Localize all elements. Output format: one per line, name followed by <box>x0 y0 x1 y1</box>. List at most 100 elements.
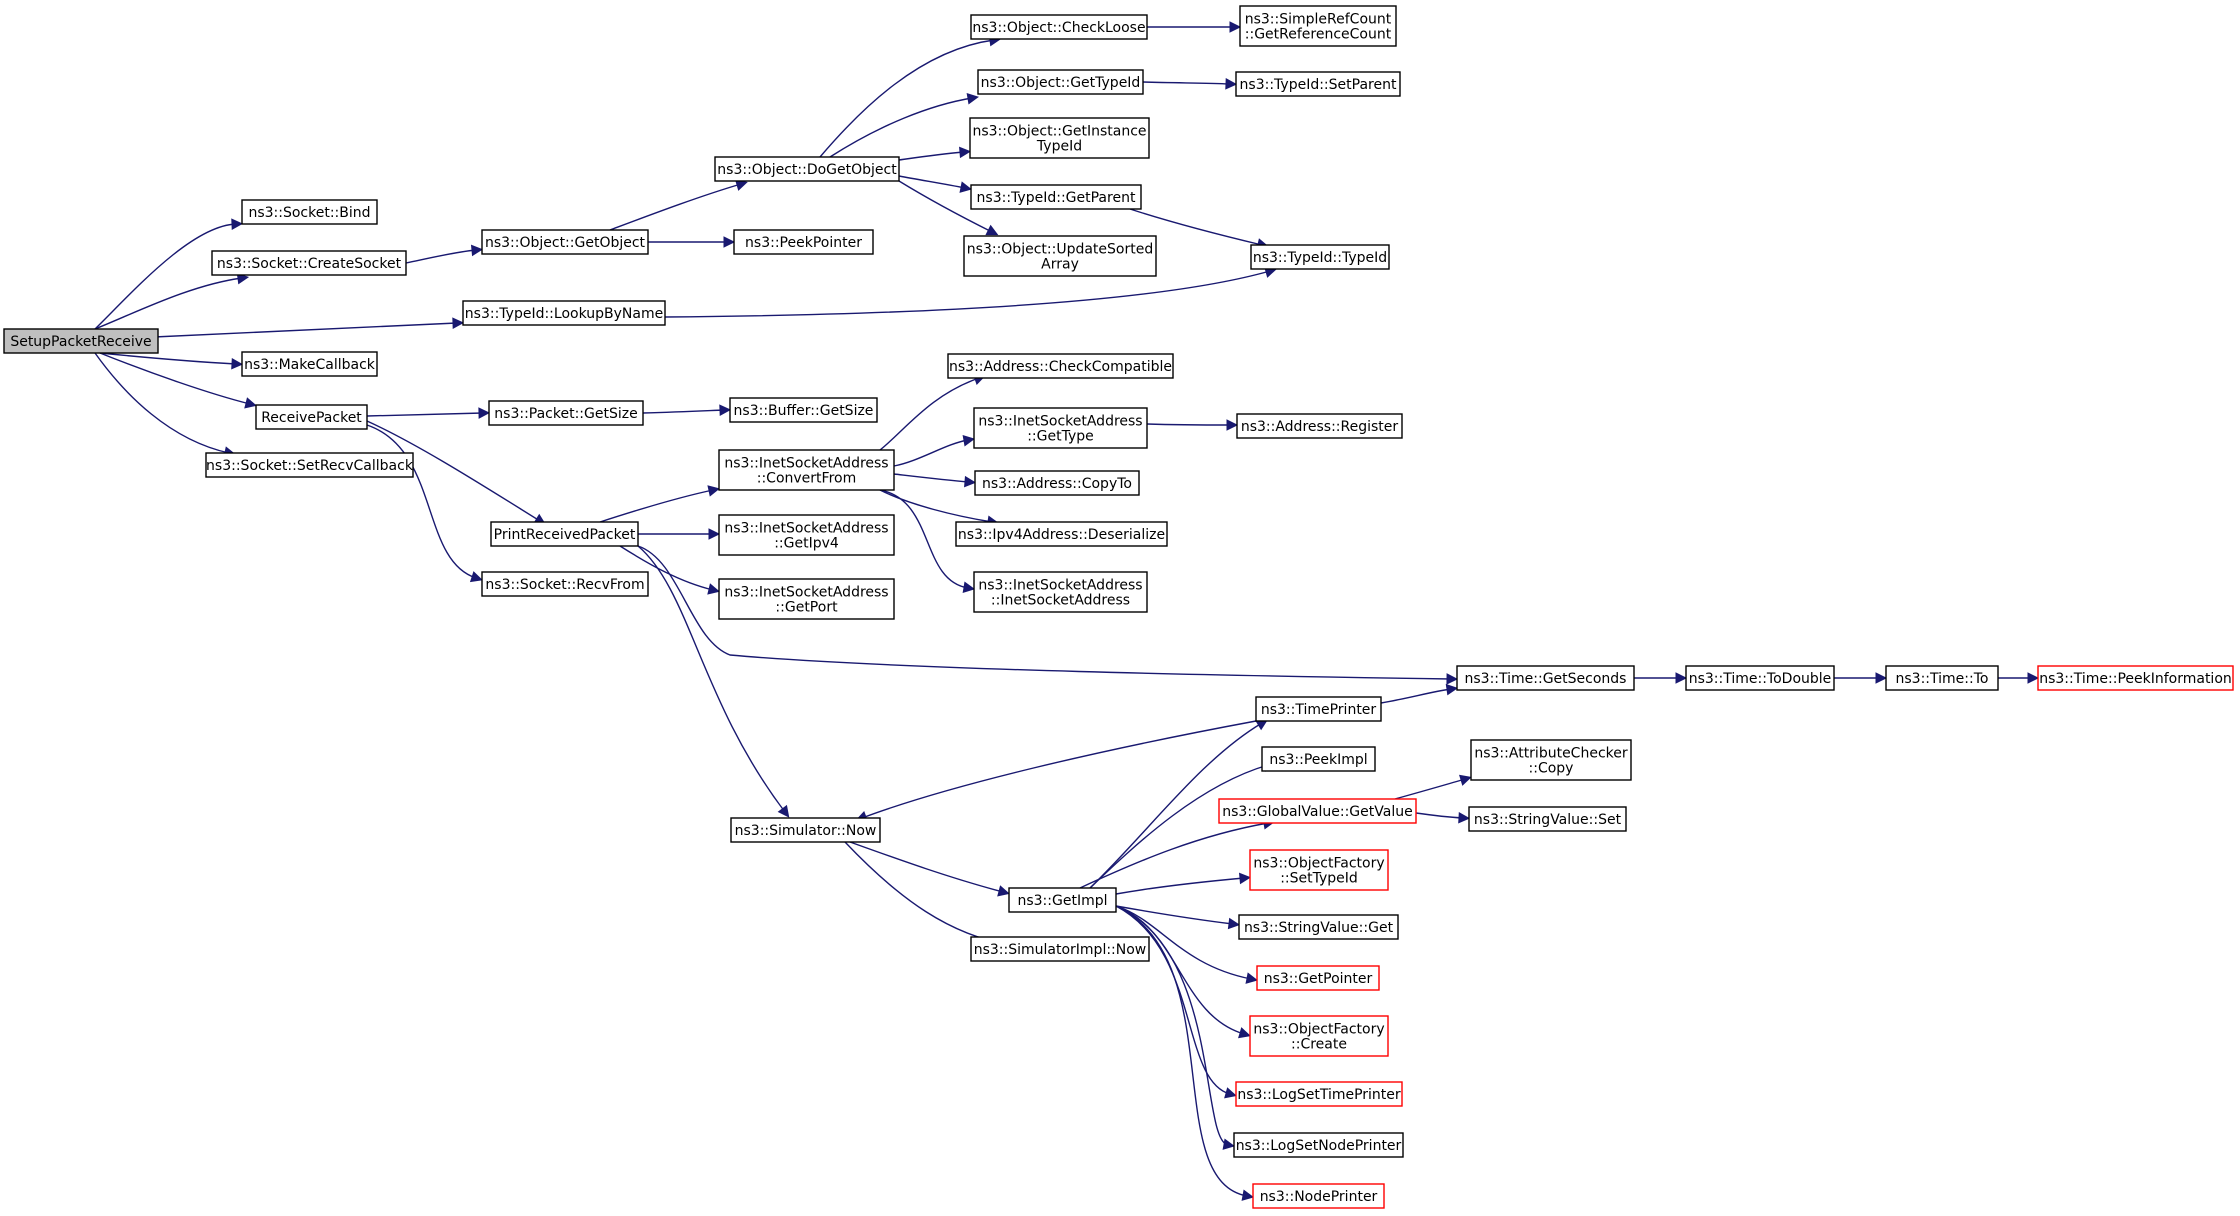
edge-doGetObject-to-checkLoose <box>819 39 995 158</box>
edge-getImpl-to-timePrinter <box>1089 722 1263 889</box>
node-peekInformation[interactable]: ns3::Time::PeekInformation <box>2037 665 2234 691</box>
node-box <box>3 328 159 354</box>
node-peekPointer[interactable]: ns3::PeekPointer <box>733 229 874 255</box>
node-bufferGetSize[interactable]: ns3::Buffer::GetSize <box>729 397 878 423</box>
edge-receivePacket-to-recvFrom <box>366 424 477 579</box>
edge-getImpl-to-setTypeId <box>1115 877 1245 895</box>
edge-printReceivedPacket-to-simNow <box>637 545 786 813</box>
node-timeTo[interactable]: ns3::Time::To <box>1885 665 1999 691</box>
node-label: ns3::TimePrinter <box>1261 702 1377 718</box>
node-label: ns3::MakeCallback <box>244 357 376 373</box>
node-getTypeId[interactable]: ns3::Object::GetTypeId <box>977 69 1144 95</box>
node-getPort[interactable]: ns3::InetSocketAddress::GetPort <box>718 578 895 620</box>
arrowhead-printReceivedPacket-to-convertFrom <box>707 485 720 497</box>
node-label: ns3::Object::GetTypeId <box>981 75 1141 91</box>
node-simNow[interactable]: ns3::Simulator::Now <box>730 817 881 843</box>
node-nodePrinter[interactable]: ns3::NodePrinter <box>1252 1183 1385 1209</box>
node-deserialize[interactable]: ns3::Ipv4Address::Deserialize <box>955 521 1168 547</box>
node-box <box>718 578 895 620</box>
node-label: ns3::StringValue::Set <box>1474 812 1622 828</box>
node-inetGetType[interactable]: ns3::InetSocketAddress::GetType <box>973 407 1148 449</box>
node-label: ns3::InetSocketAddress <box>724 585 888 601</box>
node-box <box>729 397 878 423</box>
node-convertFrom[interactable]: ns3::InetSocketAddress::ConvertFrom <box>718 449 895 491</box>
node-label: ns3::Time::To <box>1896 671 1989 687</box>
node-label: ns3::InetSocketAddress <box>724 456 888 472</box>
node-getObject[interactable]: ns3::Object::GetObject <box>481 229 649 255</box>
arrowhead-getObject-to-doGetObject <box>735 179 748 191</box>
arrowhead-printReceivedPacket-to-getPort <box>707 583 720 595</box>
node-label: ns3::Simulator::Now <box>735 823 877 839</box>
node-recvFrom[interactable]: ns3::Socket::RecvFrom <box>481 571 649 597</box>
node-addressRegister[interactable]: ns3::Address::Register <box>1236 413 1403 439</box>
node-label: ::Create <box>1291 1037 1347 1053</box>
node-getImpl[interactable]: ns3::GetImpl <box>1008 887 1117 913</box>
node-box <box>1470 739 1632 781</box>
node-logSetTimePrinter[interactable]: ns3::LogSetTimePrinter <box>1235 1081 1403 1107</box>
node-bind[interactable]: ns3::Socket::Bind <box>241 199 378 225</box>
node-factoryCreate[interactable]: ns3::ObjectFactory::Create <box>1249 1015 1389 1057</box>
arrowhead-doGetObject-to-updateSortedArray <box>985 224 999 236</box>
node-label: ns3::Object::UpdateSorted <box>967 242 1153 258</box>
node-receivePacket[interactable]: ReceivePacket <box>255 404 368 430</box>
node-typeIdGetParent[interactable]: ns3::TypeId::GetParent <box>970 184 1142 210</box>
edge-printReceivedPacket-to-convertFrom <box>599 489 714 523</box>
node-inetCtor[interactable]: ns3::InetSocketAddress::InetSocketAddres… <box>973 571 1148 613</box>
node-label: ns3::ObjectFactory <box>1253 1022 1384 1038</box>
node-setup[interactable]: SetupPacketReceive <box>3 328 159 354</box>
node-getReferenceCount[interactable]: ns3::SimpleRefCount::GetReferenceCount <box>1239 5 1397 47</box>
node-box <box>211 250 407 276</box>
node-createSocket[interactable]: ns3::Socket::CreateSocket <box>211 250 407 276</box>
node-simImplNow[interactable]: ns3::SimulatorImpl::Now <box>970 936 1150 962</box>
node-checkCompatible[interactable]: ns3::Address::CheckCompatible <box>947 353 1174 379</box>
arrowhead-convertFrom-to-inetGetType <box>962 435 976 447</box>
node-box <box>1238 914 1399 940</box>
node-box <box>970 184 1142 210</box>
node-packetGetSize[interactable]: ns3::Packet::GetSize <box>488 400 644 426</box>
node-attrCheckerCopy[interactable]: ns3::AttributeChecker::Copy <box>1470 739 1632 781</box>
node-makeCallback[interactable]: ns3::MakeCallback <box>241 351 378 377</box>
arrowhead-getImpl-to-setTypeId <box>1238 872 1252 885</box>
node-getIpv4[interactable]: ns3::InetSocketAddress::GetIpv4 <box>718 514 895 556</box>
edge-getImpl-to-peekImpl <box>1089 764 1269 889</box>
edge-getImpl-to-stringValueGet <box>1115 905 1234 925</box>
node-stringValueGet[interactable]: ns3::StringValue::Get <box>1238 914 1399 940</box>
node-logSetNodePrinter[interactable]: ns3::LogSetNodePrinter <box>1233 1132 1404 1158</box>
node-globalGetValue[interactable]: ns3::GlobalValue::GetValue <box>1218 798 1417 824</box>
node-printReceivedPacket[interactable]: PrintReceivedPacket <box>490 521 639 547</box>
node-box <box>1885 665 1999 691</box>
node-timePrinter[interactable]: ns3::TimePrinter <box>1255 696 1382 722</box>
arrowhead-printReceivedPacket-to-getSeconds <box>1446 673 1459 685</box>
node-setTypeId[interactable]: ns3::ObjectFactory::SetTypeId <box>1249 849 1389 891</box>
node-peekImpl[interactable]: ns3::PeekImpl <box>1261 746 1376 772</box>
node-label: ::GetReferenceCount <box>1245 27 1392 43</box>
arrowhead-getSeconds-to-toDouble <box>1675 672 1688 684</box>
node-setParent[interactable]: ns3::TypeId::SetParent <box>1235 71 1401 97</box>
node-lookupByName[interactable]: ns3::TypeId::LookupByName <box>462 300 666 326</box>
node-copyTo[interactable]: ns3::Address::CopyTo <box>974 470 1140 496</box>
node-label: ns3::TypeId::LookupByName <box>465 306 663 322</box>
node-label: ::ConvertFrom <box>757 471 856 487</box>
node-box <box>973 407 1148 449</box>
edge-globalGetValue-to-attrCheckerCopy <box>1394 778 1466 800</box>
node-getSeconds[interactable]: ns3::Time::GetSeconds <box>1456 665 1635 691</box>
node-getPointer[interactable]: ns3::GetPointer <box>1256 965 1380 991</box>
arrowhead-getImpl-to-logSetNodePrinter <box>1222 1138 1236 1150</box>
node-box <box>490 521 639 547</box>
node-toDouble[interactable]: ns3::Time::ToDouble <box>1685 665 1835 691</box>
arrowhead-getImpl-to-factoryCreate <box>1238 1027 1251 1039</box>
node-checkLoose[interactable]: ns3::Object::CheckLoose <box>970 14 1148 40</box>
node-setRecvCallback[interactable]: ns3::Socket::SetRecvCallback <box>205 452 414 478</box>
node-typeIdTypeId[interactable]: ns3::TypeId::TypeId <box>1250 244 1390 270</box>
edge-getTypeId-to-setParent <box>1142 81 1231 85</box>
edge-inetGetType-to-addressRegister <box>1146 423 1232 426</box>
node-stringValueSet[interactable]: ns3::StringValue::Set <box>1468 806 1627 832</box>
edge-doGetObject-to-getInstanceTypeId <box>898 151 965 161</box>
arrowhead-inetGetType-to-addressRegister <box>1226 419 1239 431</box>
edge-setup-to-makeCallback <box>99 352 237 365</box>
node-doGetObject[interactable]: ns3::Object::DoGetObject <box>714 156 900 182</box>
node-box <box>730 817 881 843</box>
node-box <box>947 353 1174 379</box>
